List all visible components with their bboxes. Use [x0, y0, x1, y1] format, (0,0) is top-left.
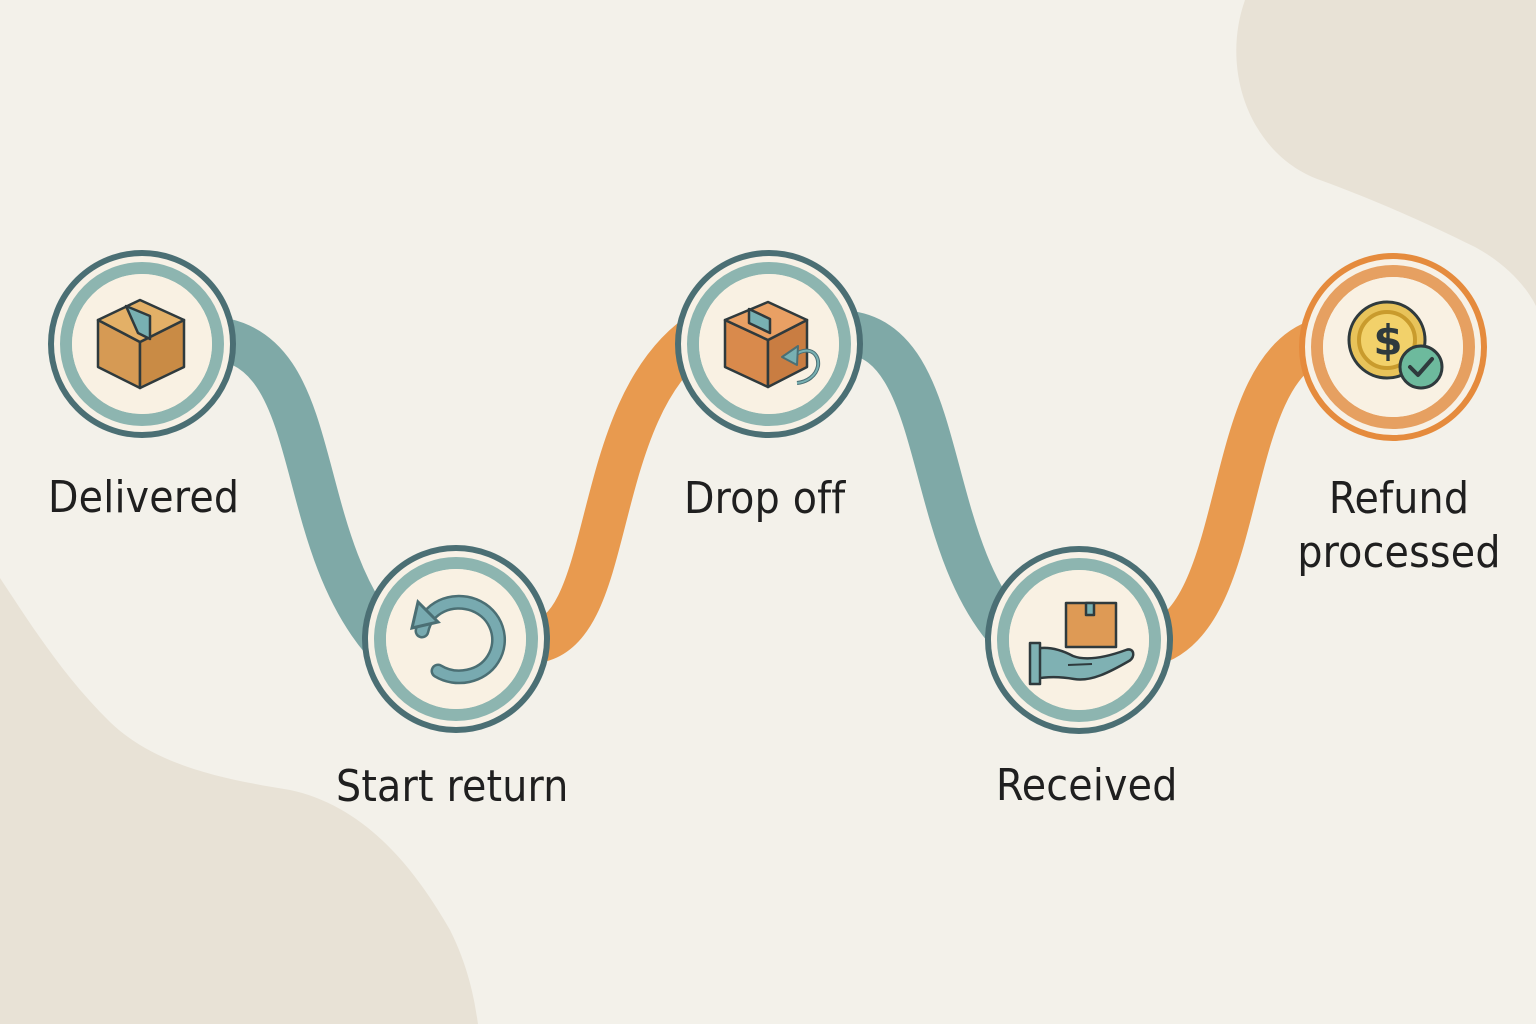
svg-text:$: $ — [1373, 316, 1402, 365]
connector-start-return-to-drop-off — [508, 308, 727, 664]
connector-delivered-to-start-return — [168, 315, 404, 662]
step-drop-off — [675, 250, 863, 438]
refund-coin-check-icon: $ — [1347, 300, 1444, 390]
step-node-ring — [362, 545, 550, 733]
connector-received-to-refund — [1128, 318, 1342, 667]
step-label-start-return: Start return — [336, 761, 569, 812]
step-label-delivered: Delivered — [48, 472, 240, 523]
step-node-ring — [48, 250, 236, 438]
step-label-drop-off: Drop off — [684, 473, 846, 524]
return-arrow-icon — [409, 594, 507, 685]
step-delivered — [48, 250, 236, 438]
step-node-ring — [1299, 253, 1487, 441]
step-label-refund-processed-line-1: Refund — [1328, 473, 1470, 524]
step-refund-processed: $ — [1299, 253, 1487, 441]
package-return-icon — [723, 300, 821, 389]
step-start-return — [362, 545, 550, 733]
hand-package-icon — [1028, 601, 1135, 686]
step-node-ring — [675, 250, 863, 438]
step-received — [985, 546, 1173, 734]
background-blob-top-right — [1236, 0, 1536, 306]
step-node-ring — [985, 546, 1173, 734]
connector-drop-off-to-received — [823, 310, 1037, 662]
step-label-received: Received — [996, 760, 1178, 811]
step-label-refund-processed: Refund processed — [1284, 472, 1514, 580]
step-label-refund-processed-line-2: processed — [1297, 527, 1501, 578]
package-box-icon — [96, 298, 186, 390]
background-blob-bottom-left — [0, 578, 478, 1024]
